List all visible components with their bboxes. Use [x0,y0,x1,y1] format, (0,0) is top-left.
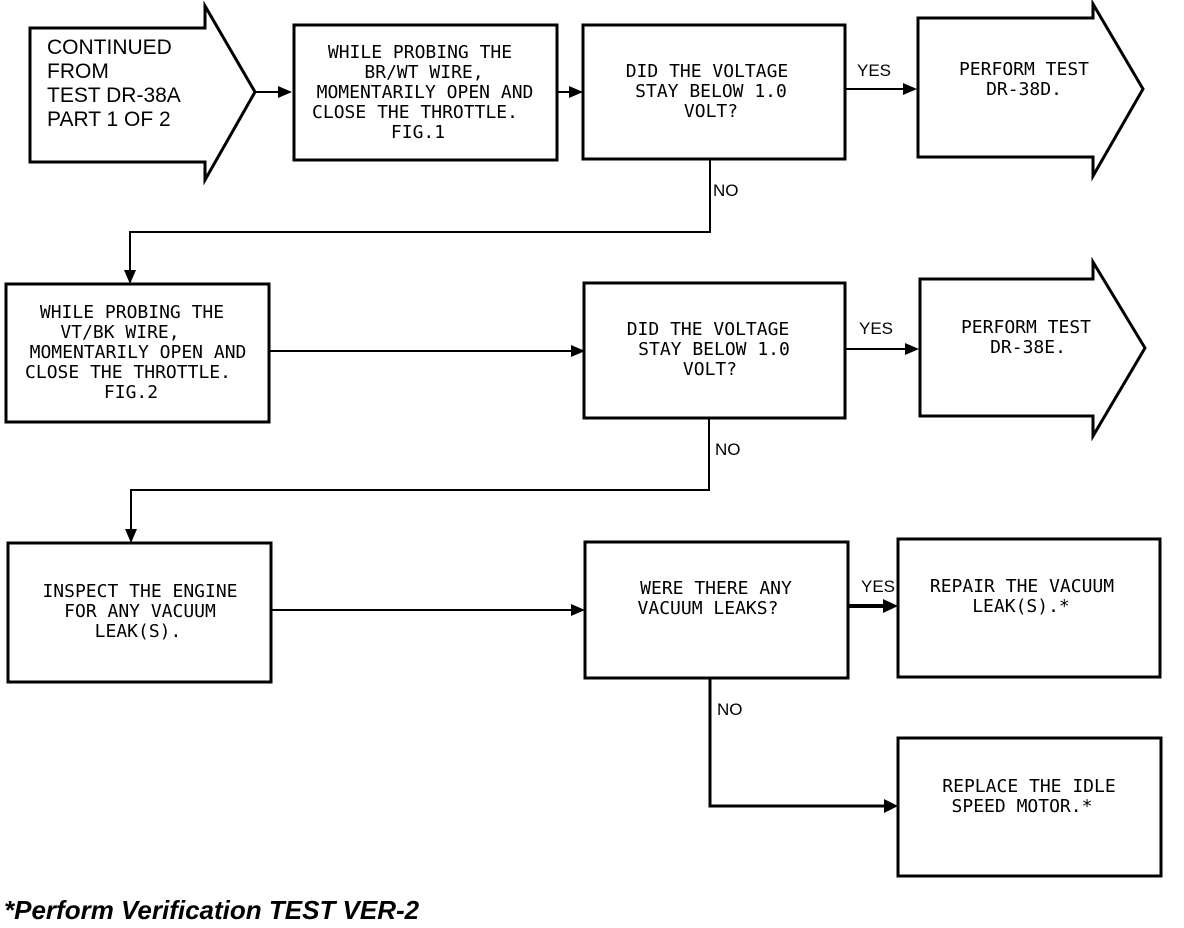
outcome-test-38e-arrow: PERFORM TEST DR-38E. [918,256,1147,442]
step-probe-br-wt-box: WHILE PROBING THE BR/WT WIRE, MOMENTARIL… [292,23,559,162]
branch-label-no-2: NO [715,440,741,459]
step-inspect-engine-box: INSPECT THE ENGINE FOR ANY VACUUM LEAK(S… [6,541,273,684]
continued-line-3: TEST DR-38A [47,84,181,107]
outcome-test-38e-line-1: PERFORM TEST [961,317,1091,338]
step-inspect-engine-line-3: LEAK(S). [95,621,182,642]
decision-voltage-1-line-1: DID THE VOLTAGE [626,61,789,82]
connector-decision3-yes [848,599,898,613]
step-probe-br-wt-line-5: FIG.1 [391,122,445,143]
step-probe-br-wt-line-4: CLOSE THE THROTTLE. [312,102,518,123]
step-probe-vt-bk-line-2: VT/BK WIRE, [60,322,179,343]
outcome-test-38d-line-1: PERFORM TEST [959,59,1089,80]
branch-label-no-3: NO [717,700,743,719]
step-probe-vt-bk-line-5: FIG.2 [104,382,158,403]
decision-vacuum-leaks-line-1: WERE THERE ANY [640,578,792,599]
connector-decision2-yes [845,343,919,355]
decision-voltage-2-line-1: DID THE VOLTAGE [627,319,790,340]
connector-decision3-no [708,678,898,813]
continued-line-1: CONTINUED [47,36,172,59]
continued-line-4: PART 1 OF 2 [47,108,171,131]
connector-decision1-yes [845,83,917,95]
branch-label-yes-2: YES [859,319,893,338]
decision-voltage-2-line-2: STAY BELOW 1.0 [638,339,790,360]
decision-voltage-2-line-3: VOLT? [683,359,737,380]
decision-voltage-1-line-3: VOLT? [684,101,738,122]
verification-footnote: *Perform Verification TEST VER-2 [4,895,420,925]
branch-label-yes-3: YES [861,577,895,596]
outcome-replace-motor-box: REPLACE THE IDLE SPEED MOTOR.* [896,736,1163,878]
branch-label-yes-1: YES [857,61,891,80]
step-inspect-engine-line-2: FOR ANY VACUUM [64,601,216,622]
outcome-repair-vacuum-line-1: REPAIR THE VACUUM [930,576,1114,597]
step-probe-vt-bk-line-1: WHILE PROBING THE [40,302,224,323]
connector-probe1-to-decision1 [557,86,583,98]
outcome-repair-vacuum-box: REPAIR THE VACUUM LEAK(S).* [896,537,1162,679]
connector-continued-to-probe1 [255,86,292,98]
step-probe-br-wt-line-2: BR/WT WIRE, [364,62,483,83]
outcome-replace-motor-line-2: SPEED MOTOR.* [952,796,1093,817]
connector-probe2-to-decision2 [269,345,585,357]
step-probe-vt-bk-line-4: CLOSE THE THROTTLE. [25,362,231,383]
connector-inspect-to-decision3 [271,604,585,616]
decision-vacuum-leaks-line-2: VACUUM LEAKS? [638,598,779,619]
step-inspect-engine-line-1: INSPECT THE ENGINE [42,581,237,602]
decision-vacuum-leaks-box: WERE THERE ANY VACUUM LEAKS? [583,540,850,680]
step-probe-vt-bk-box: WHILE PROBING THE VT/BK WIRE, MOMENTARIL… [4,282,271,424]
step-probe-vt-bk-line-3: MOMENTARILY OPEN AND [30,342,247,363]
step-probe-br-wt-line-3: MOMENTARILY OPEN AND [317,82,534,103]
decision-voltage-1-box: DID THE VOLTAGE STAY BELOW 1.0 VOLT? [581,23,847,161]
connector-decision1-no [124,159,711,284]
outcome-test-38d-arrow: PERFORM TEST DR-38D. [916,0,1145,182]
decision-voltage-1-line-2: STAY BELOW 1.0 [635,81,787,102]
outcome-test-38e-line-2: DR-38E. [990,337,1066,358]
decision-voltage-2-box: DID THE VOLTAGE STAY BELOW 1.0 VOLT? [582,281,847,420]
continued-from-arrow: CONTINUED FROM TEST DR-38A PART 1 OF 2 [28,0,257,186]
outcome-replace-motor-line-1: REPLACE THE IDLE [942,776,1115,797]
connector-decision2-no [125,418,710,543]
continued-line-2: FROM [47,60,109,83]
outcome-repair-vacuum-line-2: LEAK(S).* [972,596,1070,617]
branch-label-no-1: NO [713,181,739,200]
outcome-test-38d-line-2: DR-38D. [986,79,1062,100]
step-probe-br-wt-line-1: WHILE PROBING THE [328,42,512,63]
